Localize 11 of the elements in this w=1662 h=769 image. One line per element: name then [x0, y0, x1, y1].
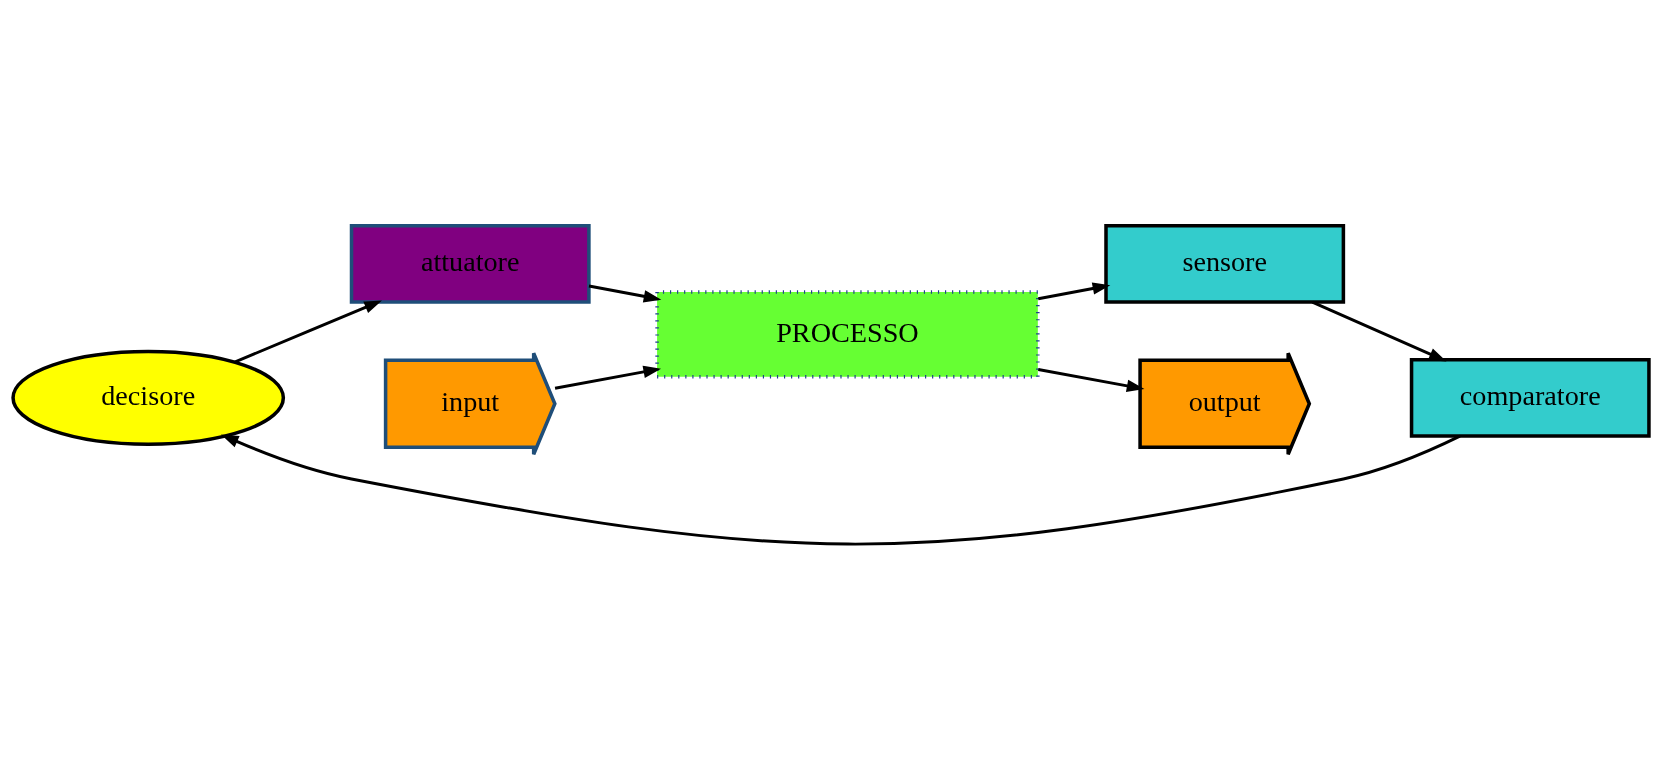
node-box: sensore	[1104, 223, 1346, 304]
arrow	[1038, 367, 1145, 392]
arrow	[1311, 300, 1447, 361]
arrow	[588, 284, 662, 302]
arrow	[220, 433, 1461, 545]
arrow	[554, 365, 662, 390]
arrow	[1038, 281, 1111, 300]
node-box: attuatore	[349, 223, 591, 304]
node-box: PROCESSO	[655, 289, 1040, 378]
node-box: comparatore	[1409, 357, 1651, 438]
arrow	[234, 299, 382, 363]
